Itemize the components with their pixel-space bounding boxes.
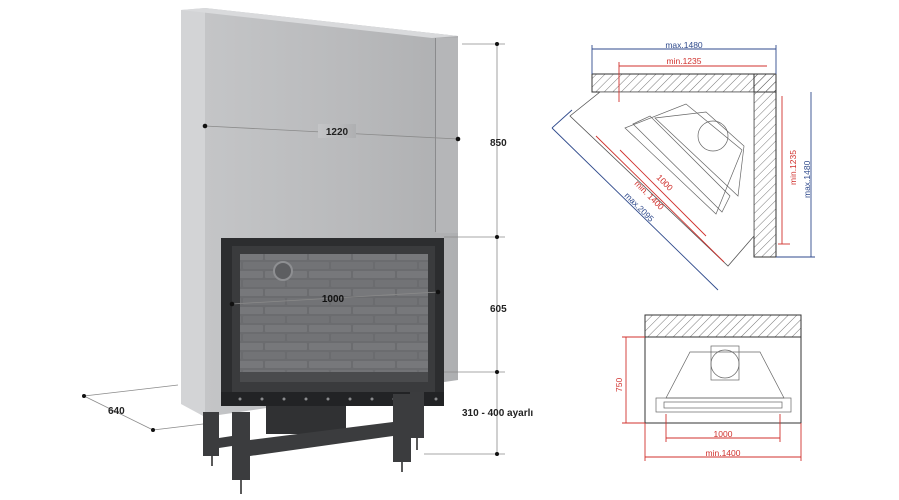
cladding-side-panel (181, 8, 205, 417)
front-label-1000: 1000 (714, 429, 733, 439)
dimension-dots (82, 42, 499, 456)
firebox-floor (240, 372, 428, 382)
label-bg-1220 (318, 124, 356, 138)
cladding-top-edge (181, 8, 458, 38)
firebox-bottom-bar (221, 392, 444, 406)
leveling-feet (211, 438, 418, 494)
front-firebox-outline (655, 345, 792, 413)
corner-label-max-top: max.1480 (665, 40, 703, 50)
steel-stand (203, 392, 424, 480)
dim-label-640: 640 (108, 406, 125, 417)
corner-label-min-top: min.1235 (667, 56, 702, 66)
dim-label-1220: 1220 (326, 127, 349, 138)
front-label-min-1400: min.1400 (706, 448, 741, 458)
cladding-right-strip (436, 38, 458, 233)
dim-label-leg-adjust: 310 - 400 ayarlı (462, 408, 533, 419)
corner-firebox-outline (624, 103, 745, 215)
wall-top (591, 73, 777, 93)
fireplace-3d-view (181, 8, 458, 494)
front-red-dims (622, 336, 802, 461)
corner-red-dims (595, 62, 790, 263)
corner-enclosure (569, 91, 755, 267)
dim-label-850: 850 (490, 138, 507, 149)
dim-label-605: 605 (490, 304, 507, 315)
wall-right (753, 73, 777, 258)
corner-label-max-right: max.1480 (802, 160, 812, 198)
front-installation-plan: 750 1000 min.1400 (614, 314, 802, 461)
front-label-750: 750 (614, 378, 624, 392)
dim-label-1000: 1000 (322, 294, 345, 305)
corner-label-min-right: min.1235 (788, 150, 798, 185)
firebox-brick-wall (240, 254, 428, 380)
flue-damper (273, 261, 293, 281)
corner-installation-plan: max.1480 min.1235 min.1235 max.1480 1000… (551, 40, 815, 291)
corner-blue-dims (551, 45, 815, 291)
ash-box (266, 406, 346, 434)
front-wall (644, 314, 802, 338)
